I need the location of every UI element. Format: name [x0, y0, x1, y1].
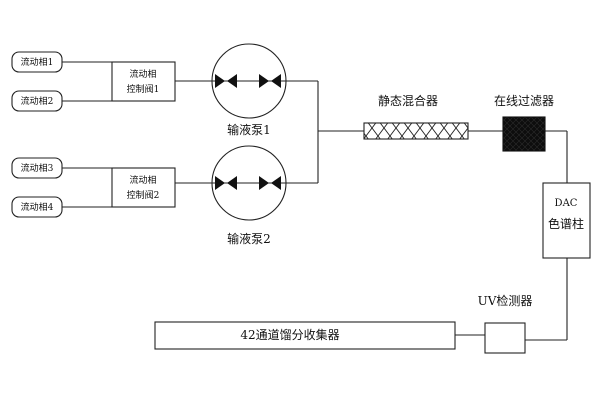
mobile-phase-4: 流动相4 [11, 196, 63, 218]
pump-1-label: 输液泵1 [227, 122, 271, 137]
dac-column-label-line1: DAC [555, 198, 578, 209]
control-valve-2-label-line1: 流动相 [129, 174, 156, 186]
pump-1: 输液泵1 [211, 43, 287, 137]
mobile-phase-4-label: 流动相4 [21, 201, 54, 213]
control-valve-1: 流动相 控制阀1 [111, 61, 176, 102]
inline-filter-label: 在线过滤器 [494, 94, 554, 108]
static-mixer: 静态混合器 [363, 93, 469, 140]
control-valve-1-label-line2: 控制阀1 [127, 83, 160, 95]
uv-detector: UV检测器 [478, 293, 533, 354]
pump-2-label: 输液泵2 [227, 231, 271, 246]
mobile-phase-2: 流动相2 [11, 90, 63, 112]
connection-lines [62, 61, 568, 341]
mobile-phase-1: 流动相1 [11, 51, 63, 73]
uv-detector-label: UV检测器 [478, 293, 533, 308]
mobile-phase-3-label: 流动相3 [21, 162, 54, 174]
control-valve-1-label-line1: 流动相 [129, 68, 156, 80]
mobile-phase-2-label: 流动相2 [21, 95, 54, 107]
pump-2: 输液泵2 [211, 145, 287, 246]
fraction-collector: 42通道馏分收集器 [154, 321, 456, 350]
mobile-phase-1-label: 流动相1 [21, 56, 54, 68]
control-valve-2-label-line2: 控制阀2 [127, 189, 160, 201]
static-mixer-label: 静态混合器 [378, 93, 438, 108]
fraction-collector-label: 42通道馏分收集器 [240, 327, 339, 342]
control-valve-2: 流动相 控制阀2 [111, 167, 176, 208]
inline-filter: 在线过滤器 [494, 94, 554, 152]
dac-column-label-line2: 色谱柱 [548, 216, 584, 231]
mobile-phase-3: 流动相3 [11, 157, 63, 179]
dac-column: DAC 色谱柱 [542, 182, 591, 259]
